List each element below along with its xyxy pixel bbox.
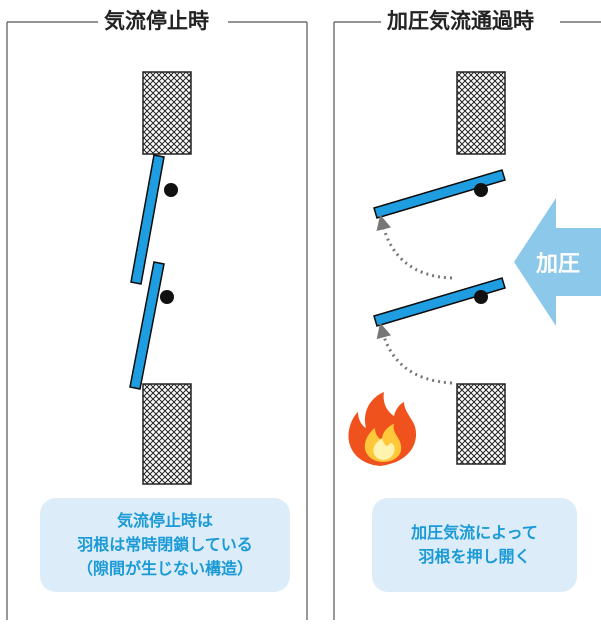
caption-line: 羽根は常時閉鎖している [77,535,253,554]
airflow-arrow-icon [376,322,453,385]
blade-upper-open [373,169,506,219]
pivot-upper-left [164,183,178,197]
pressure-label: 加圧 [535,252,580,277]
caption-line: 羽根を押し開く [418,547,531,566]
blade-lower-closed [129,261,165,390]
airflow-arrow-icon [376,214,453,280]
pivot-upper-right [474,183,488,197]
caption-line: （隙間が生じない構造） [76,559,253,578]
wall-bottom-left [142,383,192,485]
caption-line: 気流停止時は [116,511,213,530]
wall-bottom-right [456,383,506,465]
pivot-lower-right [474,290,488,304]
left-caption-box: 気流停止時は 羽根は常時閉鎖している （隙間が生じない構造） [40,498,290,592]
blade-upper-closed [130,154,165,285]
right-panel-title: 加圧気流通過時 [381,6,540,36]
pivot-lower-left [160,290,174,304]
caption-line: 加圧気流によって [411,523,538,542]
right-panel-frame [333,21,601,620]
right-caption-box: 加圧気流によって 羽根を押し開く [372,498,577,592]
blade-lower-open [373,277,506,327]
wall-top-left [142,71,192,155]
wall-top-right [456,71,506,155]
pressure-arrow-icon: 加圧 [514,198,601,326]
left-panel-title: 気流停止時 [98,6,215,36]
fire-icon [348,392,417,466]
left-panel-frame [6,21,308,620]
